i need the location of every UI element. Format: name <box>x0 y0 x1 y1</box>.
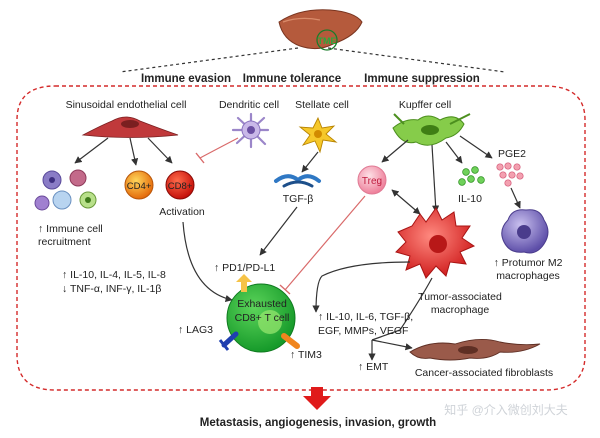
category-immune-evasion: Immune evasion <box>141 73 231 85</box>
label-tam-line1: Tumor-associated <box>418 291 502 303</box>
pd1-receptor-icon <box>236 274 252 292</box>
label-recruit-line1: ↑ Immune cell <box>38 223 103 235</box>
immune-cells-cluster-icon <box>34 169 97 211</box>
inhibit-bar-dc <box>195 152 205 164</box>
liver-line-left <box>119 47 299 73</box>
label-exhausted-line2: CD8+ T cell <box>235 312 290 324</box>
arrow-tgf-to-pd1 <box>259 206 298 256</box>
arrow-tam-treg <box>391 189 421 215</box>
label-activation: Activation <box>159 206 205 218</box>
il10-molecules-icon <box>458 166 485 186</box>
label-kupffer-cell: Kupffer cell <box>399 99 451 111</box>
arrow-stellate-to-tgf <box>301 151 319 173</box>
label-tam-line2: macrophage <box>431 304 490 316</box>
arrow-kupffer-to-il10 <box>445 141 463 164</box>
pge2-molecules-icon <box>496 162 524 187</box>
stellate-cell-icon <box>298 116 338 154</box>
arrow-endo-to-immune <box>74 137 109 164</box>
label-pge2: PGE2 <box>498 148 526 160</box>
arrow-tam-to-caf <box>371 277 433 341</box>
label-dendritic-cell: Dendritic cell <box>219 99 279 111</box>
label-exhausted-line1: Exhausted <box>237 298 287 310</box>
label-emt: ↑ EMT <box>358 361 389 373</box>
arrow-activation-to-exhausted <box>182 221 233 303</box>
arrow-endo-to-cd4 <box>129 137 139 166</box>
label-tam-factors-line1: ↑ IL-10, IL-6, TGF-β, <box>318 311 413 323</box>
liver-line-right <box>327 47 506 73</box>
lag3-receptor-icon <box>218 331 239 351</box>
label-cytokines-up: ↑ IL-10, IL-4, IL-5, IL-8 <box>62 269 166 281</box>
inhibit-dendritic-to-cd8 <box>199 137 239 159</box>
watermark: 知乎 @介入微创刘大夫 <box>444 403 568 417</box>
arrow-kupffer-to-pge2 <box>459 135 493 159</box>
label-cytokines-down: ↓ TNF-α, INF-γ, IL-1β <box>62 283 161 295</box>
cd8-cell-icon <box>165 170 195 200</box>
label-pd1-pdl1: ↑ PD1/PD-L1 <box>214 262 275 274</box>
arrow-tam-to-exhausted <box>312 261 411 313</box>
label-treg: Treg <box>362 176 382 187</box>
label-recruit-line2: recruitment <box>38 236 91 248</box>
liver-icon: TME <box>278 9 363 51</box>
arrow-endo-to-cd8 <box>147 137 173 164</box>
exhausted-nucleus <box>258 310 282 334</box>
caf-icon <box>409 339 541 361</box>
kupffer-cell-icon <box>392 113 471 146</box>
outcome-arrow-icon <box>303 387 331 410</box>
m2-macrophage-icon <box>501 209 549 254</box>
endothelial-cell-icon <box>81 116 179 138</box>
label-cd4: CD4+ <box>127 181 152 192</box>
tam-icon <box>395 207 476 279</box>
label-tim3: ↑ TIM3 <box>290 349 322 361</box>
label-caf: Cancer-associated fibroblasts <box>415 367 553 379</box>
label-endothelial-cell: Sinusoidal endothelial cell <box>66 99 187 111</box>
label-m2-line1: ↑ Protumor M2 <box>494 257 563 269</box>
arrow-pge2-to-m2 <box>510 187 521 209</box>
inhibit-treg-to-exhausted <box>284 195 366 291</box>
tim3-receptor-icon <box>281 333 300 349</box>
label-il10: IL-10 <box>458 193 482 205</box>
tme-label: TME <box>318 36 337 46</box>
category-immune-tolerance: Immune tolerance <box>243 73 341 85</box>
arrow-kupffer-to-treg <box>381 139 409 163</box>
inhibit-bar-treg <box>279 284 291 295</box>
label-cd8: CD8+ <box>168 181 193 192</box>
treg-cell-icon <box>357 165 387 195</box>
label-m2-line2: macrophages <box>496 270 560 282</box>
category-immune-suppression: Immune suppression <box>364 73 480 85</box>
arrow-kupffer-to-tam <box>431 144 440 213</box>
outcome-text: Metastasis, angiogenesis, invasion, grow… <box>200 417 436 429</box>
label-stellate-cell: Stellate cell <box>295 99 349 111</box>
label-lag3: ↑ LAG3 <box>178 324 213 336</box>
cd4-cell-icon <box>124 170 154 200</box>
label-tam-factors-line2: EGF, MMPs, VEGF <box>318 325 408 337</box>
label-tgf-beta: TGF-β <box>283 193 314 205</box>
dendritic-cell-icon <box>231 112 270 149</box>
tgf-beta-receptor-icon <box>274 174 321 188</box>
arrow-tam-caf-head <box>371 339 413 351</box>
